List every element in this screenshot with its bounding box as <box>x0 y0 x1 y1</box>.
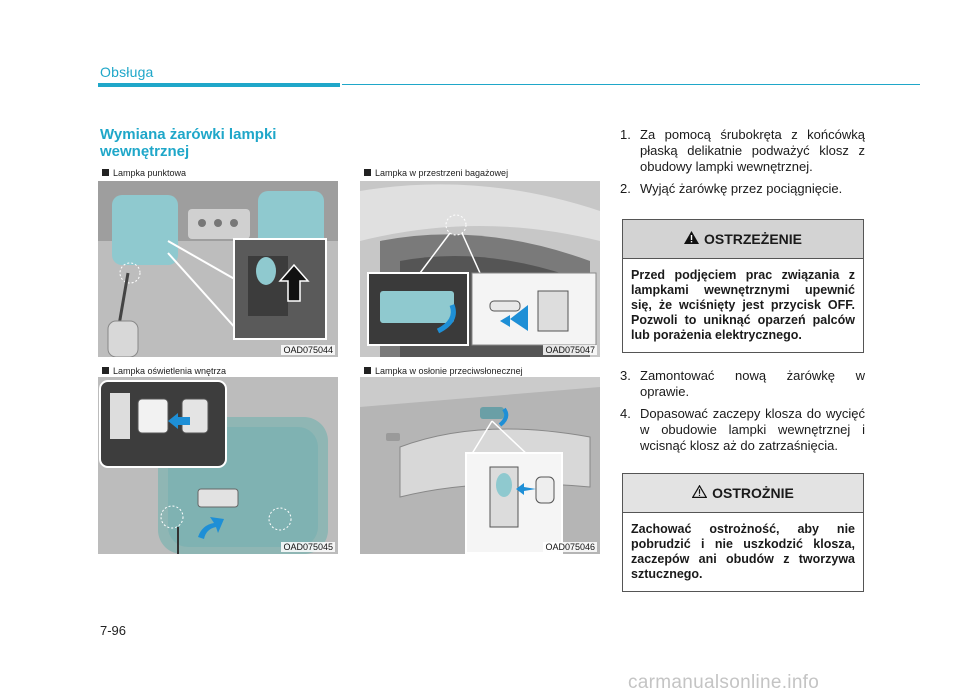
warning-box: OSTRZEŻENIE Przed podjęciem prac związan… <box>622 219 864 353</box>
caption-bullet-icon <box>364 169 371 176</box>
figure-caption-map-lamp: Lampka punktowa <box>102 168 186 178</box>
figure-code: OAD075044 <box>281 345 335 355</box>
caption-bullet-icon <box>102 169 109 176</box>
step-item: 3.Zamontować nową żarówkę w oprawie. <box>620 368 865 399</box>
caution-outline-triangle-icon <box>691 484 708 501</box>
caution-box: OSTROŻNIE Zachować ostrożność, aby nie p… <box>622 473 864 592</box>
section-title: Obsługa <box>100 64 154 80</box>
figure-caption-trunk-lamp: Lampka w przestrzeni bagażowej <box>364 168 508 178</box>
caption-bullet-icon <box>364 367 371 374</box>
header-rule-thick <box>98 83 340 87</box>
figure-interior-lamp-image: OAD075045 <box>98 377 338 554</box>
step-item: 1.Za pomocą śrubokręta z końcówką płaską… <box>620 127 865 174</box>
steps-list-top: 1.Za pomocą śrubokręta z końcówką płaską… <box>620 127 865 203</box>
page-heading: Wymiana żarówki lampki wewnętrznej <box>100 126 277 160</box>
figure-caption-sunvisor-lamp: Lampka w osłonie przeciwsłonecznej <box>364 366 523 376</box>
figure-caption-interior-lamp: Lampka oświetlenia wnętrza <box>102 366 226 376</box>
figure-code: OAD075045 <box>281 542 335 552</box>
caution-text: Zachować ostrożność, aby nie pobrudzić i… <box>631 522 855 581</box>
warning-header: OSTRZEŻENIE <box>623 220 863 259</box>
figure-map-lamp-image: OAD075044 <box>98 181 338 357</box>
step-item: 2.Wyjąć żarówkę przez pociągnięcie. <box>620 181 843 196</box>
figure-code: OAD075046 <box>543 542 597 552</box>
figure-trunk-lamp-image: OAD075047 <box>360 181 600 357</box>
watermark: carmanualsonline.info <box>628 672 820 693</box>
caution-header: OSTROŻNIE <box>623 474 863 513</box>
warning-text: Przed podjęciem prac związania z lampkam… <box>631 268 855 342</box>
header-rule-thin <box>342 84 920 85</box>
figure-sunvisor-lamp-image: OAD075046 <box>360 377 600 554</box>
warning-filled-triangle-icon <box>683 231 699 247</box>
caption-bullet-icon <box>102 367 109 374</box>
step-item: 4.Dopasować zaczepy klosza do wycięć w o… <box>620 406 865 453</box>
figure-code: OAD075047 <box>543 345 597 355</box>
steps-list-bottom: 3.Zamontować nową żarówkę w oprawie. 4.D… <box>620 368 865 460</box>
page-number: 7-96 <box>100 623 127 638</box>
